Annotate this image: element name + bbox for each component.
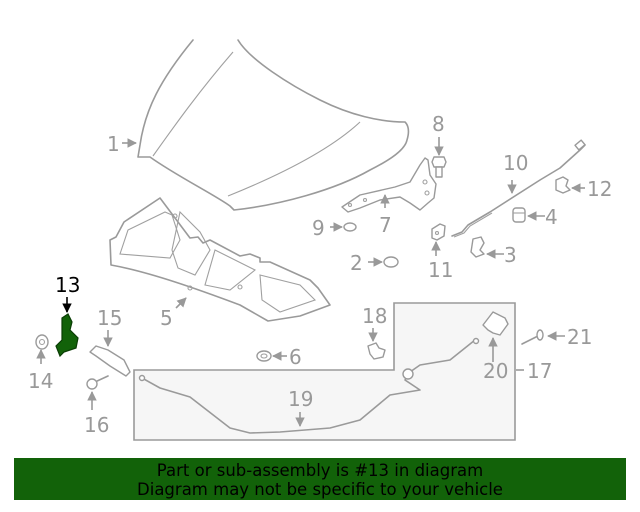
callout-15[interactable]: 15: [97, 306, 122, 330]
callout-7[interactable]: 7: [379, 213, 392, 237]
callout-10[interactable]: 10: [503, 151, 528, 175]
callout-arrows: [36, 137, 585, 427]
callout-16[interactable]: 16: [84, 413, 109, 437]
hood-insulator-part[interactable]: [109, 197, 331, 322]
callout-8[interactable]: 8: [432, 112, 445, 136]
cable-assembly-box: [133, 302, 516, 441]
grommet-part-9[interactable]: [343, 222, 357, 232]
bracket-part-15[interactable]: [89, 345, 131, 377]
parts-diagram: 1 2 3 4 5 6 7 8 9 10 11 12 13 14 15 16 1…: [28, 39, 612, 441]
release-cable-part[interactable]: [138, 337, 480, 434]
clip-part-12[interactable]: [555, 176, 571, 194]
callout-17[interactable]: 17: [527, 359, 552, 383]
callout-3[interactable]: 3: [504, 243, 517, 267]
cushion-part-4[interactable]: [512, 207, 526, 223]
callout-5[interactable]: 5: [160, 306, 173, 330]
callout-1[interactable]: 1: [107, 132, 120, 156]
plate-part-11[interactable]: [431, 223, 446, 241]
washer-part-6[interactable]: [256, 350, 272, 362]
bumper-part-3[interactable]: [470, 236, 485, 258]
callout-20[interactable]: 20: [483, 359, 508, 383]
callout-2[interactable]: 2: [350, 251, 363, 275]
callout-14[interactable]: 14: [28, 369, 53, 393]
bolt-part-21[interactable]: [521, 329, 544, 345]
hood-part[interactable]: [137, 39, 410, 211]
plug-part-2[interactable]: [383, 256, 399, 268]
part-info-banner: Part or sub-assembly is #13 in diagram D…: [14, 458, 626, 500]
callout-labels: 1 2 3 4 5 6 7 8 9 10 11 12 13 14 15 16 1…: [28, 112, 612, 437]
bolt-part-8[interactable]: [431, 156, 447, 178]
callout-12[interactable]: 12: [587, 177, 612, 201]
callout-19[interactable]: 19: [288, 387, 313, 411]
bolt-part-16[interactable]: [86, 375, 109, 390]
banner-line-1: Part or sub-assembly is #13 in diagram: [156, 461, 484, 480]
callout-4[interactable]: 4: [545, 205, 558, 229]
callout-13[interactable]: 13: [55, 273, 80, 297]
banner-line-2: Diagram may not be specific to your vehi…: [137, 480, 503, 499]
callout-18[interactable]: 18: [362, 304, 387, 328]
release-handle-part[interactable]: [482, 311, 509, 336]
callout-6[interactable]: 6: [289, 345, 302, 369]
bracket-part-13[interactable]: [55, 313, 79, 358]
callout-9[interactable]: 9: [312, 216, 325, 240]
callout-21[interactable]: 21: [567, 325, 592, 349]
nut-part-14[interactable]: [35, 334, 49, 350]
prop-rod-part[interactable]: [451, 139, 586, 238]
clip-part-18[interactable]: [367, 342, 386, 360]
hood-hinge-part[interactable]: [341, 157, 437, 213]
callout-11[interactable]: 11: [428, 258, 453, 282]
